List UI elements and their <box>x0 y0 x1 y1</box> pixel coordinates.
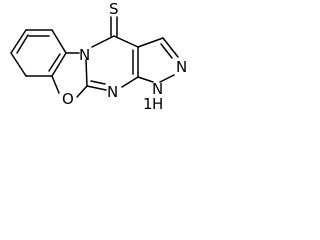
bond-double-inner <box>160 43 173 59</box>
bond <box>51 52 67 77</box>
pyrimidine-ring <box>86 35 139 91</box>
bond-double-inner <box>90 80 106 85</box>
bond <box>121 76 139 88</box>
bond <box>76 85 88 98</box>
bond <box>162 37 179 58</box>
benzene-ring <box>10 29 67 77</box>
ring-nitrogen-label: N <box>79 46 90 64</box>
bond-double-inner <box>16 34 29 54</box>
bond <box>85 59 88 87</box>
sulfur-atom-label: S <box>109 0 119 18</box>
thione-group <box>110 16 118 37</box>
bond <box>137 76 154 83</box>
bond <box>51 29 67 54</box>
bond <box>10 29 27 54</box>
bond <box>137 37 164 48</box>
pyrazole-nh-nitrogen-label: N <box>152 80 163 98</box>
bond <box>86 85 107 91</box>
pyrazole-ring <box>137 37 179 83</box>
oxygen-atom-label: O <box>62 90 74 108</box>
pyrimidine-nitrogen-label: N <box>107 83 118 101</box>
bond-double-inner <box>48 53 61 72</box>
atom-labels: S N O N N N H 1 <box>62 0 187 113</box>
pyrazole-nh-hydrogen-label: H <box>152 95 163 113</box>
bond <box>159 74 175 83</box>
chemical-structure-diagram: S N O N N N H 1 <box>10 0 187 113</box>
pyrazole-nitrogen-label: N <box>176 58 187 76</box>
bond <box>113 35 139 48</box>
oxazole-ring <box>51 52 88 98</box>
bond <box>10 52 27 77</box>
bond <box>51 75 60 94</box>
bond <box>91 35 115 48</box>
pyrazole-nh-locant-label: 1 <box>143 95 153 113</box>
